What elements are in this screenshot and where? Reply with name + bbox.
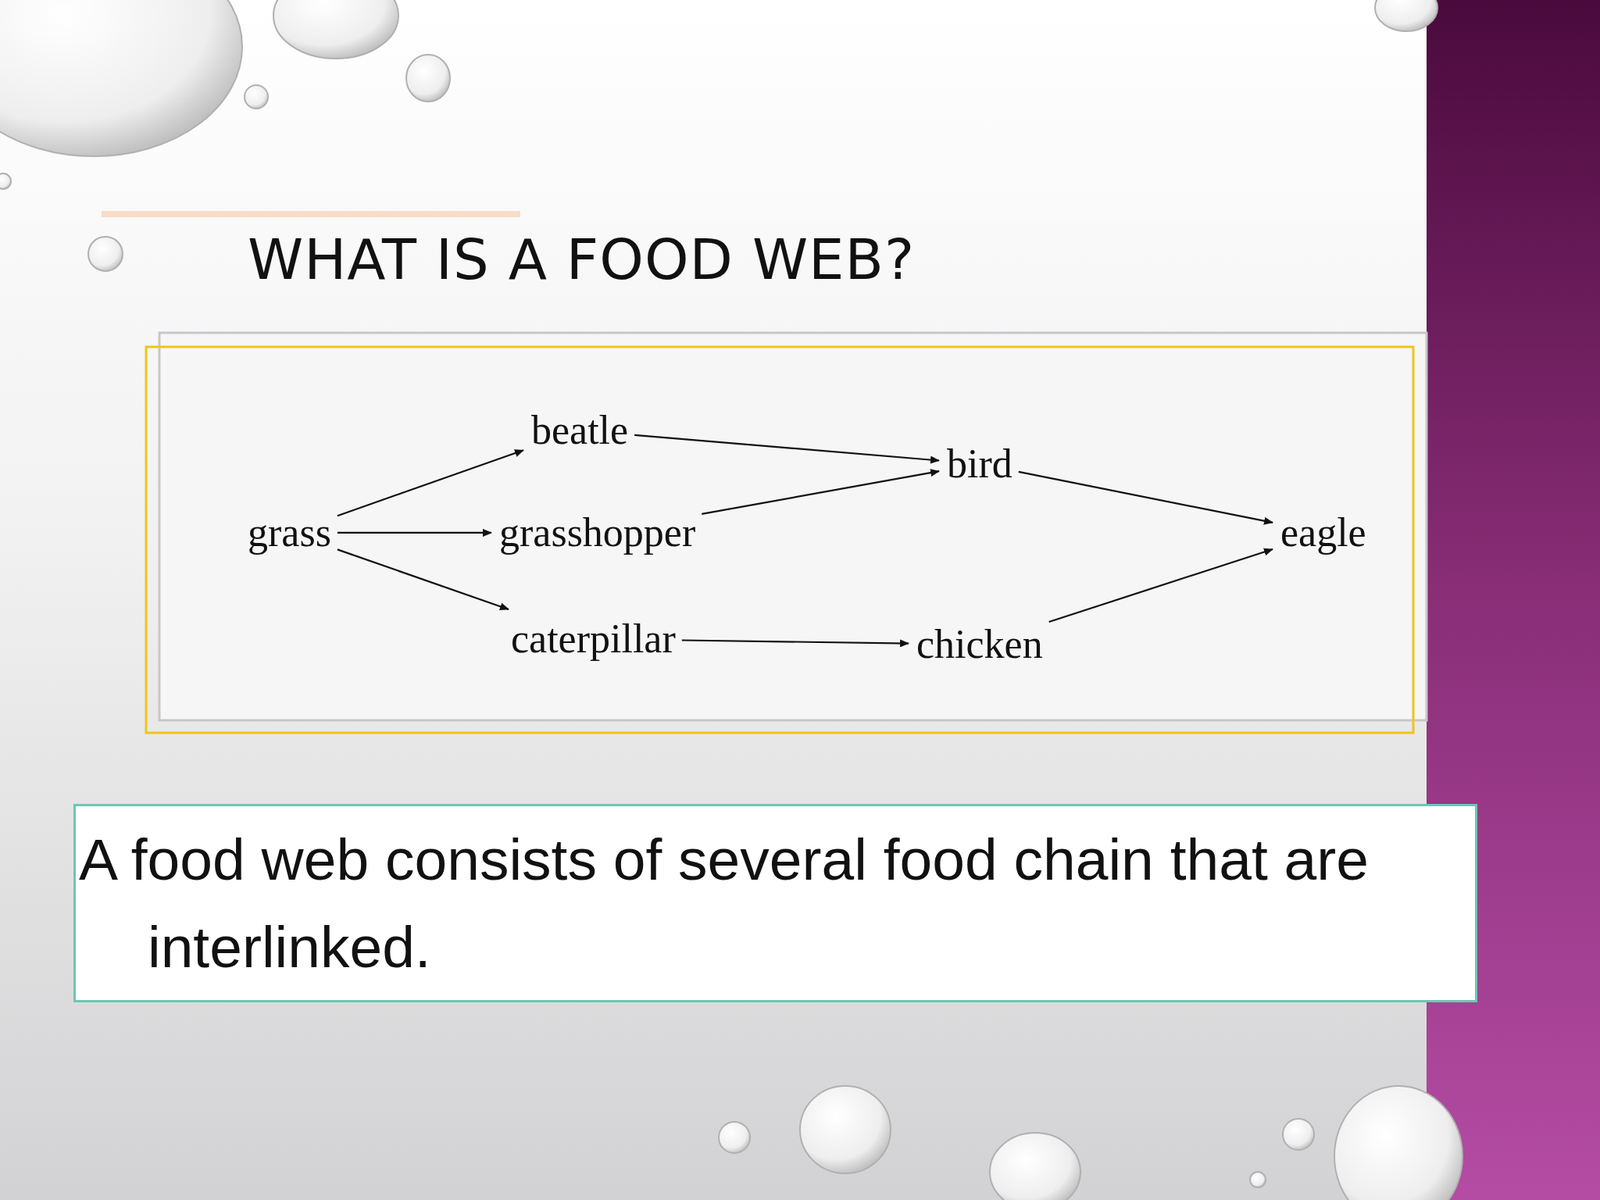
organism-name: grass (247, 510, 332, 555)
slide-title: WHAT IS A FOOD WEB? (247, 226, 915, 293)
organism-node: beatle (526, 403, 633, 458)
organism-name: grasshopper (499, 510, 696, 555)
feeding-arrow (1018, 471, 1273, 523)
organism-name: chicken (916, 621, 1043, 667)
side-band (1426, 0, 1600, 1200)
organism-node: eagle (1275, 506, 1372, 560)
organism-node: grass (242, 506, 336, 560)
organism-node: chicken (911, 617, 1048, 672)
feeding-arrow (1049, 549, 1273, 622)
organism-name: bird (946, 441, 1013, 486)
definition-text: A food web consists of several food chai… (147, 815, 1469, 991)
organism-node: bird (942, 437, 1018, 491)
feeding-arrow (337, 532, 492, 534)
feeding-arrow (337, 450, 524, 516)
diagram-frame-highlight (146, 346, 1414, 733)
accent-line (101, 210, 521, 218)
organism-name: beatle (531, 407, 629, 453)
feeding-arrow (634, 435, 940, 461)
water-drops (0, 0, 1463, 1200)
diagram-frame (159, 332, 1427, 721)
definition-box: A food web consists of several food chai… (73, 803, 1478, 1003)
feeding-arrow (682, 640, 909, 644)
organism-name: eagle (1280, 510, 1367, 555)
organism-name: caterpillar (510, 616, 676, 661)
organism-node: caterpillar (506, 612, 681, 666)
organism-node: grasshopper (494, 506, 700, 560)
feeding-arrow (337, 549, 509, 610)
feeding-arrow (701, 471, 940, 515)
